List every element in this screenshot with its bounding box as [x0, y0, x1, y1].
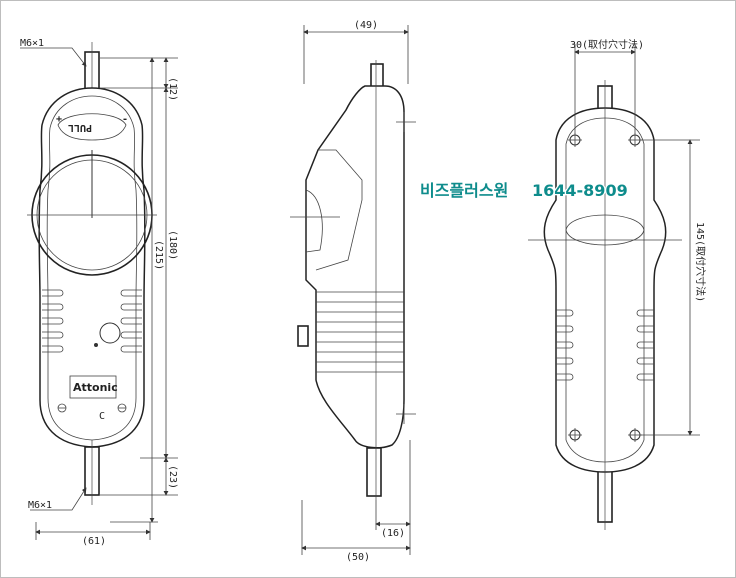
- mount-width-label: 30(取付穴寸法): [570, 38, 644, 51]
- back-view: [528, 44, 700, 530]
- side-top-width-label: (49): [354, 20, 378, 31]
- side-bottom-rod: [366, 447, 382, 497]
- pull-label: PULL: [68, 122, 92, 133]
- mount-height-label: 145(取付穴寸法): [694, 222, 707, 302]
- side-bottom-width-label: (50): [346, 552, 370, 563]
- thread-top-label: M6×1: [20, 38, 44, 49]
- watermark-text: 비즈플러스원: [420, 181, 508, 200]
- dim-width-label: (61): [82, 536, 106, 547]
- front-view: [20, 42, 178, 540]
- brand-label: Attonic: [73, 381, 118, 394]
- dim-mid-label: (180): [167, 230, 178, 260]
- front-vents: [42, 289, 142, 353]
- watermark-phone: 1644-8909: [532, 181, 628, 200]
- dim-total-label: (215): [153, 240, 164, 270]
- side-bottom-offset-label: (16): [381, 528, 405, 539]
- thread-bottom-label: M6×1: [28, 500, 52, 511]
- side-body-outline: [305, 85, 405, 449]
- side-view: [290, 25, 416, 555]
- dim-top-label: (12): [167, 77, 178, 101]
- c-label: C: [99, 411, 105, 422]
- reset-knob: [99, 322, 121, 344]
- plus-label: +: [56, 114, 62, 125]
- minus-label: -: [122, 114, 128, 125]
- side-top-rod: [370, 63, 384, 89]
- mount-holes: [568, 133, 642, 442]
- brand-panel: [69, 375, 117, 399]
- dim-bottom-label: (23): [167, 465, 178, 489]
